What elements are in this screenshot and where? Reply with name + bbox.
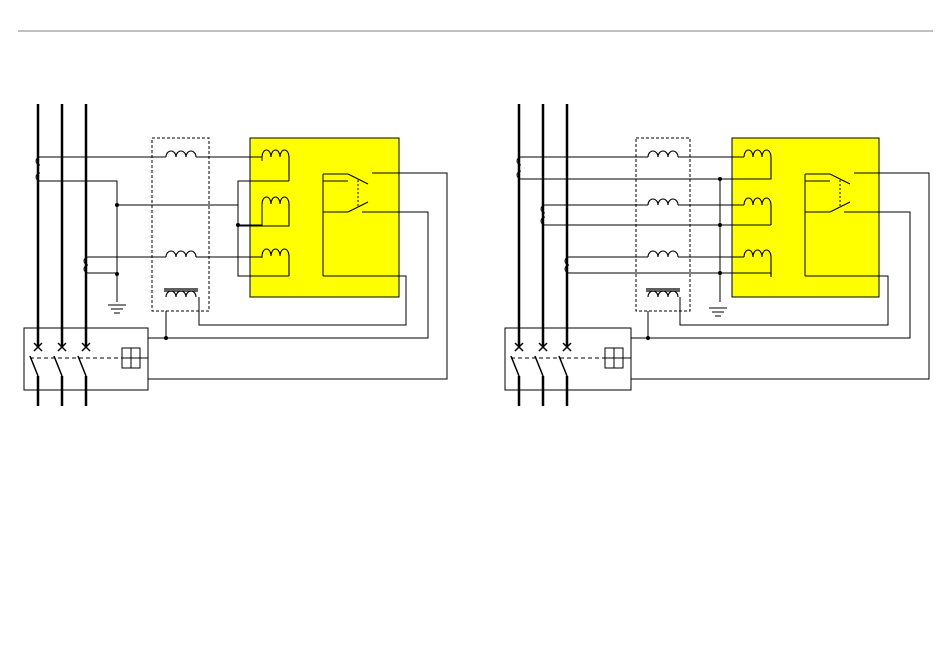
ct-coil-a — [648, 151, 678, 157]
ct-coil-b — [648, 199, 678, 205]
breaker-contacts — [30, 343, 90, 376]
ct-coil-a — [166, 151, 196, 157]
breaker-contacts — [511, 343, 571, 376]
ct-coil-ground — [648, 291, 678, 297]
bus-bars — [38, 104, 86, 406]
ct-enclosure — [152, 138, 209, 311]
ct-coil-c — [648, 251, 678, 257]
diagram-right — [505, 104, 929, 406]
relay-box — [250, 138, 399, 297]
ct-coil-ground — [166, 291, 196, 297]
diagram-left — [24, 104, 447, 406]
bus-bars — [519, 104, 567, 406]
ct-coil-c — [166, 251, 196, 257]
